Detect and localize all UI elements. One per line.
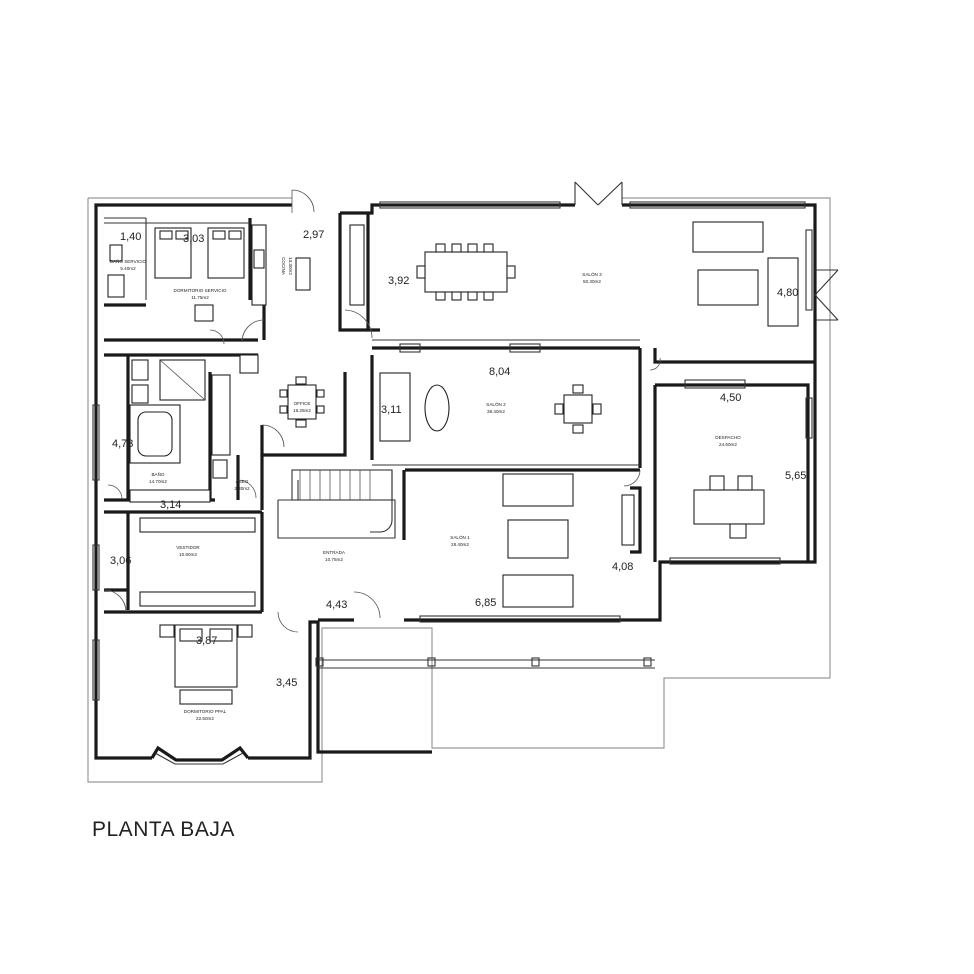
room-area-bano: 14.70m2 [149, 479, 167, 484]
dimension-label: 4,73 [112, 438, 133, 450]
room-name-dormitorio-servicio: DORMITORIO SERVICIO [174, 288, 227, 293]
dimension-label: 3,06 [110, 555, 131, 567]
room-area-cocina: 13.30m2 [288, 257, 293, 275]
room-name-dormitorio-ppal: DORMITORIO PPAL [184, 709, 227, 714]
room-area-despacho: 24.60m2 [719, 442, 737, 447]
dimension-label: 6,85 [475, 597, 496, 609]
room-name-aseo: ASEO [236, 479, 249, 484]
dimension-label: 4,08 [612, 561, 633, 573]
dimension-label: 3,03 [183, 233, 204, 245]
room-area-bano-servicio: 5.40m2 [120, 266, 136, 271]
windows [92, 201, 813, 701]
dimension-label: 3,87 [196, 635, 217, 647]
room-area-salon-1: 28.40m2 [451, 542, 469, 547]
room-area-entrada: 10.75m2 [325, 557, 343, 562]
room-area-vestidor: 10.80m2 [179, 552, 197, 557]
room-name-bano-servicio: BAÑO SERVICIO [110, 258, 147, 264]
room-area-salon-3: 50.30m2 [583, 279, 601, 284]
dimension-label: 8,04 [489, 366, 510, 378]
dimension-label: 1,40 [120, 231, 141, 243]
furniture [107, 221, 799, 705]
room-area-dormitorio-ppal: 22.50m2 [196, 716, 214, 721]
room-area-office: 16.25m2 [293, 408, 311, 413]
dimension-label: 5,65 [785, 470, 806, 482]
room-area-dormitorio-servicio: 11.75m2 [191, 295, 209, 300]
room-name-bano: BAÑO [151, 471, 164, 477]
dimension-label: 4,43 [326, 599, 347, 611]
room-name-cocina: COCINA [281, 257, 286, 276]
dimension-label: 3,14 [160, 499, 181, 511]
room-name-vestidor: VESTIDOR [176, 545, 200, 550]
room-name-salon-3: SALÓN 3 [582, 271, 602, 277]
plan-title: PLANTA BAJA [92, 818, 235, 841]
room-area-aseo: 2.30m2 [234, 486, 250, 491]
room-name-despacho: DESPACHO [715, 435, 741, 440]
main-doors [574, 181, 839, 321]
exterior-walls [94, 203, 817, 760]
room-name-entrada: ENTRADA [323, 550, 346, 555]
terrace [315, 657, 655, 669]
door-swings [103, 189, 661, 633]
dimension-label: 2,97 [303, 229, 324, 241]
dimension-label: 3,92 [388, 275, 409, 287]
interior-walls [104, 213, 815, 614]
dimension-label: 3,45 [276, 677, 297, 689]
dimension-label: 4,80 [777, 287, 798, 299]
dimension-label: 3,11 [381, 404, 402, 416]
room-area-salon-2: 38.40m2 [487, 409, 505, 414]
room-name-office: OFFICE [294, 401, 311, 406]
bay-window [150, 745, 250, 762]
staircase [291, 469, 393, 533]
plot-outline [87, 197, 831, 783]
room-name-salon-2: SALÓN 2 [486, 401, 506, 407]
dimension-label: 4,50 [720, 392, 741, 404]
room-labels: BAÑO SERVICIO 5.40m2 DORMITORIO SERVICIO… [110, 257, 741, 721]
room-name-salon-1: SALÓN 1 [450, 534, 470, 540]
dimension-labels: 1,40 3,03 2,97 3,92 4,80 8,04 4,50 3,11 … [110, 229, 806, 689]
